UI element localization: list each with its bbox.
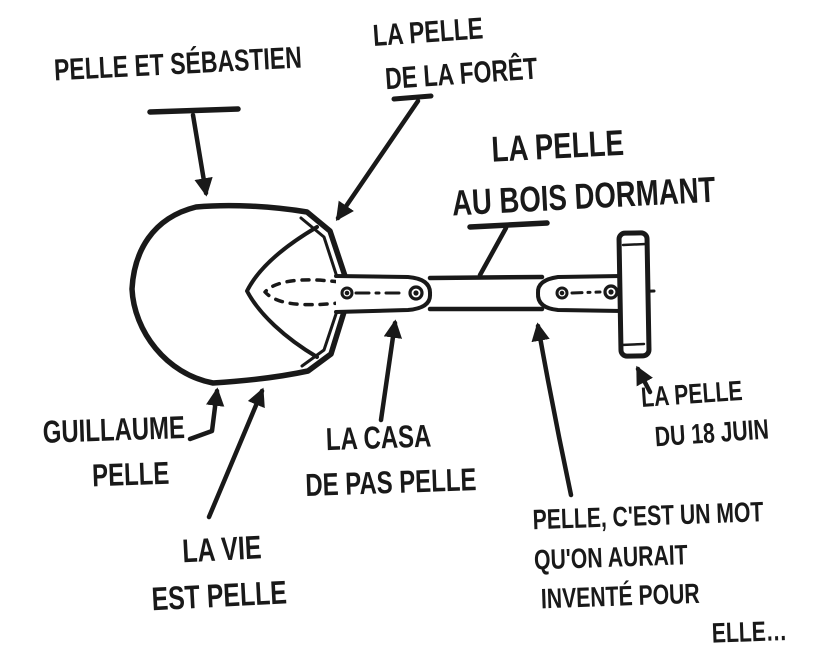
shovel-blade-outline	[129, 202, 348, 386]
label-pelle-cest-un-mot: PELLE, C'EST UN MOT QU'ON AURAIT INVENTÉ…	[532, 491, 797, 659]
blade-socket-v-fold	[245, 225, 319, 359]
label-la-pelle-du-18-juin: LA PELLE DU 18 JUIN	[636, 369, 770, 457]
foret-underline	[391, 93, 434, 102]
label-line: GUILLAUME	[42, 408, 186, 451]
label-la-vie-est-pelle: LA VIE EST PELLE	[148, 523, 288, 623]
label-la-pelle-de-la-foret: LA PELLE DE LA FORÊT	[366, 4, 539, 102]
rivet	[555, 286, 569, 300]
label-guillaume-pelle: GUILLAUME PELLE	[42, 405, 187, 500]
blade-bottom-fold-line	[300, 309, 339, 368]
label-la-pelle-au-bois-dormant: LA PELLE AU BOIS DORMANT	[448, 114, 717, 230]
arrow-sebastien-to-blade-top	[190, 112, 213, 197]
label-line: EST PELLE	[150, 574, 288, 619]
rivet	[408, 285, 424, 301]
rivet	[340, 286, 354, 300]
rivet	[603, 284, 619, 300]
t-handle-top-cap-line	[621, 242, 648, 247]
rivet-dot	[559, 290, 565, 296]
arrow-casa-to-shaft	[378, 319, 403, 423]
arrow-vie-to-blade-bottom	[206, 387, 265, 520]
label-la-casa-de-pas-pelle: LA CASA DE PAS PELLE	[303, 412, 477, 508]
rivet-dot	[413, 290, 419, 296]
hidden-shaft-tip-dashed	[263, 278, 341, 307]
label-line: LA CASA	[325, 417, 432, 458]
line-dormant-to-shaft	[477, 225, 509, 278]
t-handle-bar	[616, 230, 652, 359]
shaft-left-ferrule	[334, 274, 433, 314]
rivet-dot	[608, 289, 614, 295]
arrow-foret-to-blade-corner	[335, 98, 421, 222]
blade-top-fold-line	[299, 216, 339, 279]
shaft-top-edge	[427, 274, 545, 281]
t-handle-bottom-cap-line	[619, 342, 646, 347]
ferrule-dashdot-line	[570, 290, 602, 295]
arrow-guillaume-to-blade-bottom	[187, 387, 225, 442]
label-line: LA VIE	[181, 528, 263, 570]
arrow-mot-to-shaft	[531, 322, 574, 498]
label-line: PELLE	[91, 454, 170, 494]
rivet-dot	[344, 290, 350, 296]
label-line: DE PAS PELLE	[304, 460, 477, 504]
dormant-underline	[467, 220, 550, 230]
sebastien-underline	[147, 106, 241, 115]
arrow-juin-to-t-handle	[635, 365, 654, 395]
